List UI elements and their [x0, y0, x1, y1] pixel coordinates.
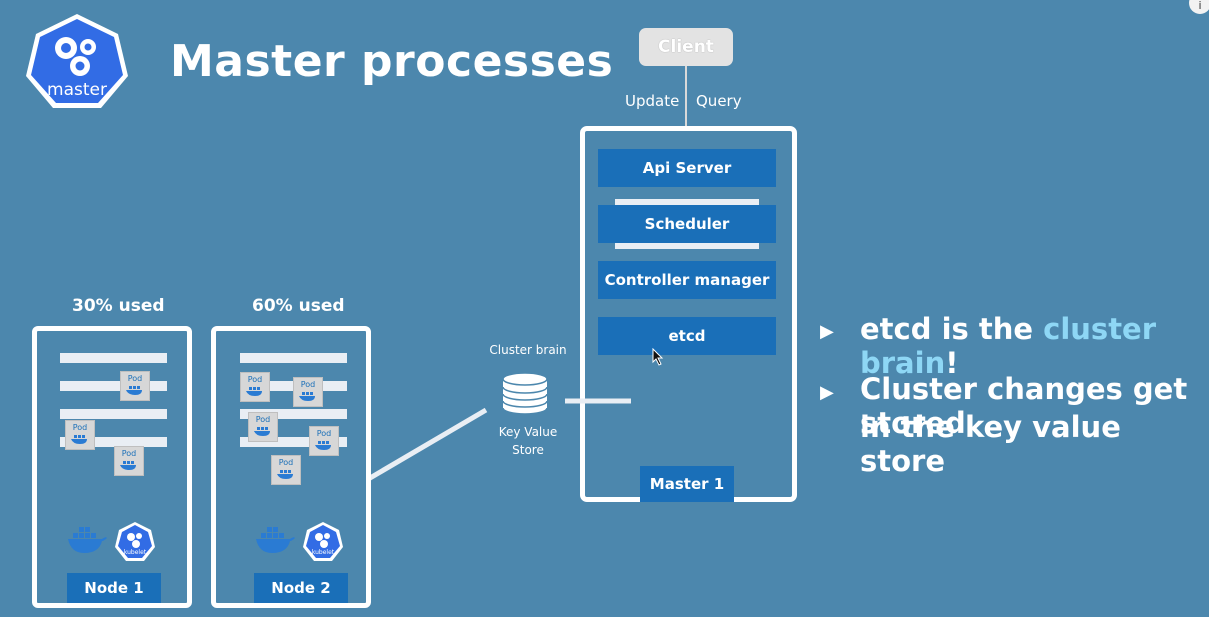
controller-manager-process: Controller manager	[598, 261, 776, 299]
pod: Pod	[240, 372, 270, 402]
node-1-bar	[60, 353, 167, 363]
kubelet-icon: kubelet	[302, 521, 344, 567]
query-label: Query	[696, 92, 742, 110]
update-label: Update	[625, 92, 680, 110]
docker-whale-icon	[66, 525, 108, 559]
pod: Pod	[309, 426, 339, 456]
docker-whale-icon	[277, 470, 293, 479]
client-box: Client	[639, 28, 733, 66]
node-2-usage: 60% used	[252, 296, 345, 316]
pod: Pod	[293, 377, 323, 407]
scheduler-bottom-line	[615, 243, 759, 249]
docker-whale-icon	[254, 427, 270, 436]
pod: Pod	[271, 455, 301, 485]
key-value-caption-2: Store	[512, 443, 544, 457]
slide-title: Master processes	[170, 36, 614, 87]
docker-whale-icon	[71, 435, 87, 444]
node-1-label: Node 1	[67, 573, 161, 603]
cluster-brain-caption: Cluster brain	[489, 343, 567, 357]
scheduler-process: Scheduler	[598, 205, 776, 243]
docker-whale-icon	[299, 392, 315, 401]
bullet-marker: ▶	[820, 382, 834, 403]
pod: Pod	[120, 371, 150, 401]
bullet-cluster-changes-1: Cluster changes get stored	[860, 372, 1188, 440]
node-2-bar	[240, 409, 347, 419]
bullet-marker: ▶	[820, 321, 834, 342]
bullet-etcd: etcd is the cluster brain!	[860, 312, 1157, 380]
logo-label: master	[47, 80, 107, 100]
info-icon[interactable]: i	[1189, 0, 1209, 14]
docker-whale-icon	[126, 386, 142, 395]
pod: Pod	[114, 446, 144, 476]
node-2-bar	[240, 437, 347, 447]
docker-whale-icon	[246, 387, 262, 396]
key-value-caption-1: Key Value	[498, 425, 558, 439]
mouse-cursor-icon	[652, 347, 664, 370]
node-1-bar	[60, 381, 167, 391]
pod: Pod	[65, 420, 95, 450]
docker-whale-icon	[254, 525, 296, 559]
docker-whale-icon	[315, 441, 331, 450]
node-1-bar	[60, 437, 167, 447]
bullet-cluster-changes-2: in the key value store	[860, 410, 1121, 478]
node-2-bar	[240, 353, 347, 363]
node-2-label: Node 2	[254, 573, 348, 603]
node-1-bar	[60, 409, 167, 419]
master-node-box	[580, 126, 797, 502]
database-icon	[500, 370, 550, 420]
master-1-label: Master 1	[640, 466, 734, 502]
svg-text:kubelet: kubelet	[124, 549, 147, 556]
svg-text:kubelet: kubelet	[312, 549, 335, 556]
scheduler-top-line	[615, 199, 759, 205]
pod: Pod	[248, 412, 278, 442]
etcd-process: etcd	[598, 317, 776, 355]
kubernetes-master-logo: master	[22, 10, 132, 110]
node-1-box	[32, 326, 192, 608]
node-1-usage: 30% used	[72, 296, 165, 316]
kubelet-icon: kubelet	[114, 521, 156, 567]
client-connector-line	[685, 64, 687, 150]
api-server-process: Api Server	[598, 149, 776, 187]
docker-whale-icon	[120, 461, 136, 470]
